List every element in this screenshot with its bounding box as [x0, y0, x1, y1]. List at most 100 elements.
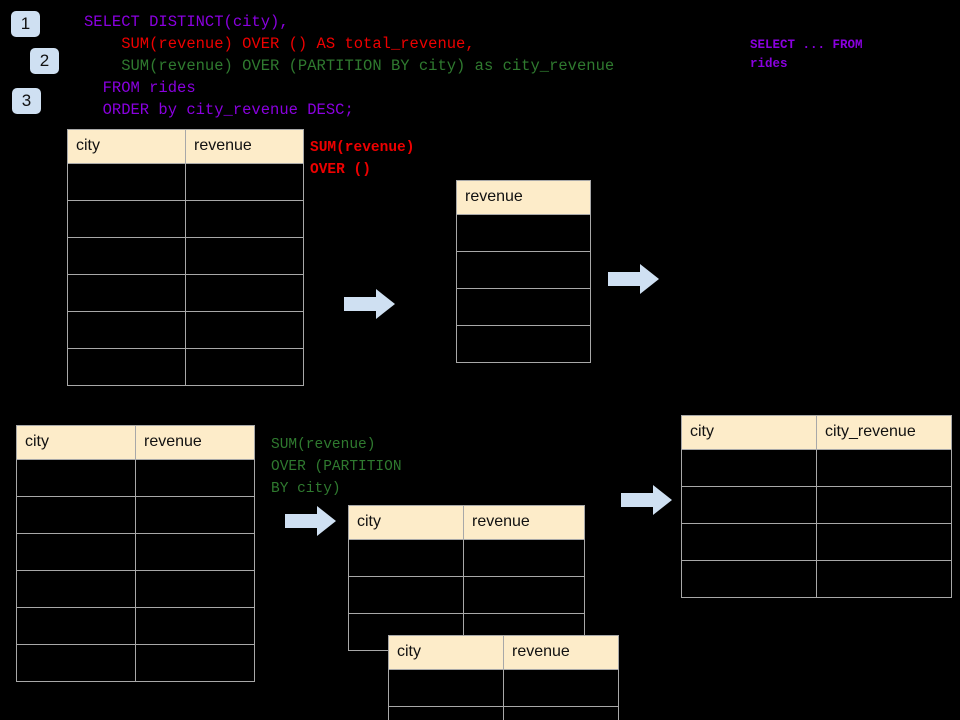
table-header-row: city city_revenue — [681, 415, 952, 450]
table-cell — [456, 325, 591, 363]
table-cell — [816, 560, 952, 598]
table-cell — [456, 251, 591, 289]
table-cell — [348, 576, 464, 614]
arrow-right-icon — [285, 506, 336, 536]
table-cell — [135, 570, 255, 608]
arrow-partition-to-result — [621, 484, 673, 521]
column-header-city-revenue: city_revenue — [816, 415, 952, 450]
column-header-city: city — [348, 505, 464, 540]
table-row — [67, 311, 304, 349]
table-row — [388, 706, 619, 720]
step-badge-2: 2 — [30, 48, 59, 74]
table-header-row: city revenue — [67, 129, 304, 164]
table-cell — [16, 496, 136, 534]
table-cell — [16, 459, 136, 497]
table-row — [67, 274, 304, 312]
table-cell — [348, 539, 464, 577]
table-cell — [67, 163, 186, 201]
table-cell — [503, 669, 619, 707]
column-header-revenue: revenue — [135, 425, 255, 460]
sql-line-from: FROM rides — [84, 79, 196, 97]
table-cell — [135, 496, 255, 534]
table-cell — [16, 607, 136, 645]
table-cell — [185, 348, 304, 386]
table-cell — [185, 274, 304, 312]
table-cell — [185, 237, 304, 275]
column-header-city: city — [681, 415, 817, 450]
table-row — [456, 214, 591, 252]
table-cell — [816, 449, 952, 487]
table-cell — [463, 576, 585, 614]
rides-source-table-top: city revenue — [67, 129, 304, 386]
table-row — [388, 669, 619, 707]
table-cell — [681, 449, 817, 487]
arrow-rides-to-partition — [285, 505, 337, 542]
result-table: city city_revenue — [681, 415, 952, 598]
table-header-row: revenue — [456, 180, 591, 215]
table-cell — [16, 644, 136, 682]
table-row — [456, 325, 591, 363]
table-cell — [135, 459, 255, 497]
table-cell — [135, 607, 255, 645]
table-row — [67, 163, 304, 201]
table-cell — [816, 486, 952, 524]
table-cell — [681, 560, 817, 598]
table-cell — [456, 214, 591, 252]
table-cell — [135, 533, 255, 571]
column-header-city: city — [388, 635, 504, 670]
annotation-total-revenue: SUM(revenue) OVER () — [310, 140, 415, 178]
table-row — [16, 607, 255, 645]
table-header-row: city revenue — [388, 635, 619, 670]
table-row — [16, 533, 255, 571]
table-cell — [388, 706, 504, 720]
sql-line-select: SELECT DISTINCT(city), — [84, 13, 289, 31]
step-badge-3: 3 — [12, 88, 41, 114]
table-cell — [503, 706, 619, 720]
table-row — [348, 539, 585, 577]
table-cell — [16, 533, 136, 571]
partition-group-table-back: city revenue — [348, 505, 585, 651]
arrow-right-icon — [621, 485, 672, 515]
arrow-rides-to-total-revenue — [344, 288, 396, 325]
table-cell — [67, 237, 186, 275]
sql-line-city-revenue: SUM(revenue) OVER (PARTITION BY city) as… — [84, 57, 615, 75]
table-cell — [185, 311, 304, 349]
arrow-total-revenue-to-result — [608, 263, 660, 300]
table-cell — [463, 539, 585, 577]
column-header-city: city — [16, 425, 136, 460]
annotation-select-from-rides: SELECT ... FROM rides — [750, 38, 863, 71]
column-header-revenue: revenue — [463, 505, 585, 540]
table-header-row: city revenue — [348, 505, 585, 540]
table-row — [456, 251, 591, 289]
table-cell — [16, 570, 136, 608]
table-row — [67, 237, 304, 275]
table-cell — [185, 163, 304, 201]
table-cell — [67, 274, 186, 312]
partition-group-table-front: city revenue — [388, 635, 619, 720]
table-cell — [456, 288, 591, 326]
table-cell — [681, 486, 817, 524]
arrow-right-icon — [608, 264, 659, 294]
table-row — [67, 200, 304, 238]
rides-source-table-bottom: city revenue — [16, 425, 255, 682]
table-row — [16, 459, 255, 497]
total-revenue-table: revenue — [456, 180, 591, 363]
table-row — [681, 523, 952, 561]
arrow-right-icon — [344, 289, 395, 319]
table-cell — [135, 644, 255, 682]
table-cell — [67, 200, 186, 238]
column-header-revenue: revenue — [456, 180, 591, 215]
sql-line-total-revenue: SUM(revenue) OVER () AS total_revenue, — [84, 35, 475, 53]
table-cell — [388, 669, 504, 707]
table-row — [681, 449, 952, 487]
table-cell — [67, 311, 186, 349]
column-header-city: city — [67, 129, 186, 164]
table-row — [16, 644, 255, 682]
step-badge-1: 1 — [11, 11, 40, 37]
table-cell — [681, 523, 817, 561]
table-row — [681, 560, 952, 598]
annotation-city-revenue: SUM(revenue) OVER (PARTITION BY city) — [271, 437, 402, 497]
table-cell — [816, 523, 952, 561]
table-cell — [67, 348, 186, 386]
